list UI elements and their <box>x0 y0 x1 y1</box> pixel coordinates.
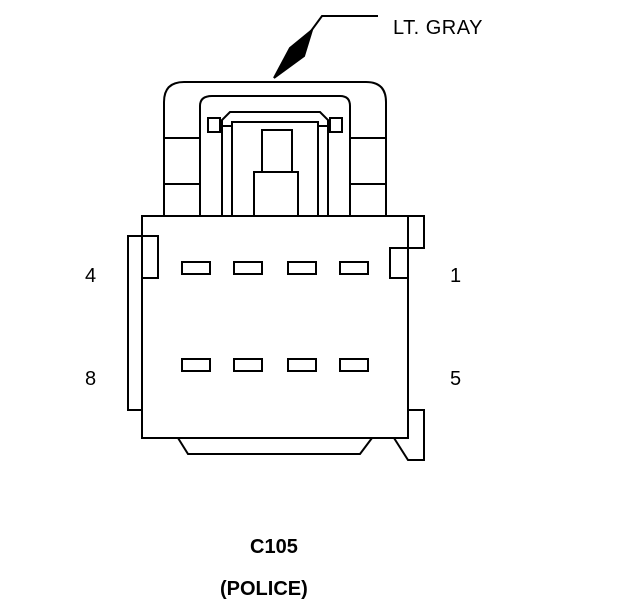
pin-cavity <box>287 261 317 275</box>
pin-cavity <box>181 261 211 275</box>
pin-label-8: 8 <box>85 368 97 390</box>
connector-note: (POLICE) <box>220 578 308 600</box>
pin-label-5: 5 <box>450 368 462 390</box>
pin-cavity <box>181 358 211 372</box>
pin-cavity <box>339 358 369 372</box>
pin-cavities <box>181 261 369 372</box>
pin-cavity <box>233 261 263 275</box>
callout-arrow <box>273 15 378 79</box>
pin-cavity <box>339 261 369 275</box>
locking-latch <box>163 81 387 216</box>
pin-cavity <box>287 358 317 372</box>
pin-label-1: 1 <box>450 265 462 287</box>
wire-color-label: LT. GRAY <box>393 17 483 39</box>
connector-body <box>127 215 425 461</box>
pin-cavity <box>233 358 263 372</box>
pin-label-4: 4 <box>85 265 97 287</box>
connector-id: C105 <box>250 536 298 558</box>
